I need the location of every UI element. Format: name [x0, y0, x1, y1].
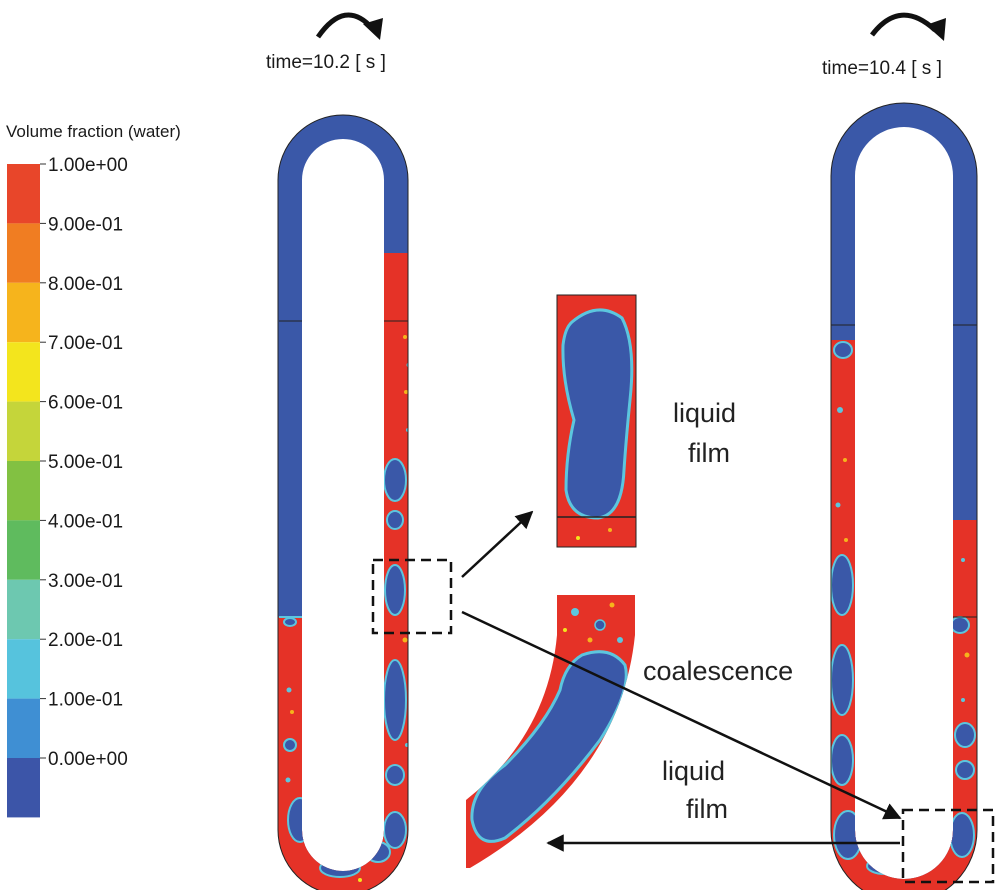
legend-swatch [7, 698, 40, 758]
zoom-inset-bend [466, 595, 635, 868]
legend-tick-label: 1.00e-01 [48, 690, 123, 711]
legend-tick-label: 7.00e-01 [48, 333, 123, 354]
colorbar-legend: Volume fraction (water) 1.00e+00 9.00e-01… [6, 122, 181, 818]
legend-swatch [7, 282, 40, 343]
selection-box-left [371, 558, 453, 635]
rotation-arrow-left-icon [315, 12, 383, 40]
annotation-film-bottom-line1: liquid [662, 756, 725, 786]
legend-swatch [7, 639, 40, 699]
annotation-coalescence: coalescence [643, 656, 793, 686]
legend-swatch [7, 342, 40, 402]
legend-tick-label: 5.00e-01 [48, 452, 123, 473]
arrow-left-box-to-right-box [461, 610, 902, 820]
right-time-label: time=10.4 [ s ] [822, 58, 942, 79]
legend-swatch [7, 461, 40, 521]
legend-swatch [7, 579, 40, 640]
legend-swatch [7, 401, 40, 461]
rotation-arrow-right-icon [870, 12, 946, 41]
legend-title: Volume fraction (water) [6, 122, 181, 141]
zoom-inset-taylor-bubble [556, 294, 637, 548]
legend-color-swatches [7, 164, 40, 818]
legend-tick-label: 2.00e-01 [48, 630, 123, 651]
left-loop-contour [278, 115, 408, 890]
legend-tick-label: 0.00e+00 [48, 749, 128, 770]
selection-box-right [901, 808, 995, 884]
legend-swatch [7, 758, 40, 818]
legend-tick-label: 9.00e-01 [48, 214, 123, 235]
right-loop-outline [830, 102, 978, 890]
annotation-film-top-line1: liquid [673, 398, 736, 428]
left-time-label: time=10.2 [ s ] [266, 52, 386, 73]
arrow-to-top-inset [461, 510, 534, 578]
legend-tick-labels: 1.00e+00 9.00e-01 8.00e-01 7.00e-01 6.00e-01… [40, 155, 128, 770]
legend-swatch [7, 164, 40, 224]
left-loop-outline [277, 114, 409, 890]
legend-tick-label: 3.00e-01 [48, 571, 123, 592]
legend-tick-label: 6.00e-01 [48, 393, 123, 414]
legend-tick-label: 4.00e-01 [48, 511, 123, 532]
annotation-film-bottom-line2: film [686, 794, 728, 824]
right-loop-contour [831, 103, 977, 890]
legend-swatch [7, 520, 40, 580]
annotation-film-top-line2: film [688, 438, 730, 468]
legend-tick-label: 8.00e-01 [48, 274, 123, 295]
legend-tick-label: 1.00e+00 [48, 155, 128, 176]
legend-swatch [7, 223, 40, 283]
